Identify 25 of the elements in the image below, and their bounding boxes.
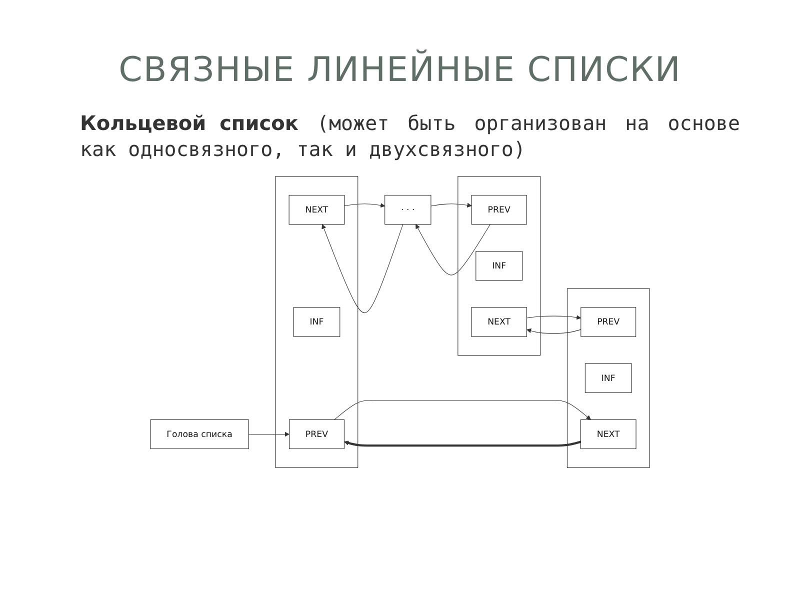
node-box: · · · bbox=[384, 194, 432, 225]
arrow bbox=[430, 202, 472, 208]
cluster bbox=[458, 176, 540, 356]
node-box: PREV bbox=[580, 307, 636, 337]
cluster bbox=[275, 176, 358, 468]
arrow bbox=[322, 224, 404, 314]
arrow bbox=[334, 400, 591, 420]
node-box: NEXT bbox=[288, 194, 345, 225]
cluster bbox=[566, 288, 650, 468]
arrow bbox=[526, 315, 582, 320]
node-box: PREV bbox=[288, 419, 344, 450]
arrow bbox=[344, 440, 581, 447]
arrow bbox=[248, 432, 290, 437]
arrow bbox=[344, 203, 386, 208]
node-box: Голова списка bbox=[150, 419, 249, 450]
arrow bbox=[526, 328, 582, 334]
slide-title: СВЯЗНЫЕ ЛИНЕЙНЫЕ СПИСКИ bbox=[118, 50, 682, 90]
arrow bbox=[416, 224, 490, 276]
node-box: INF bbox=[584, 363, 632, 393]
node-box: NEXT bbox=[580, 419, 636, 450]
node-box: INF bbox=[293, 307, 340, 337]
node-box: INF bbox=[476, 251, 523, 281]
node-box: NEXT bbox=[471, 307, 527, 337]
node-box: PREV bbox=[471, 194, 527, 225]
bullet-text: Кольцевой список (может быть организован на основе как односвязного, так и двухсвязного) bbox=[80, 110, 740, 162]
